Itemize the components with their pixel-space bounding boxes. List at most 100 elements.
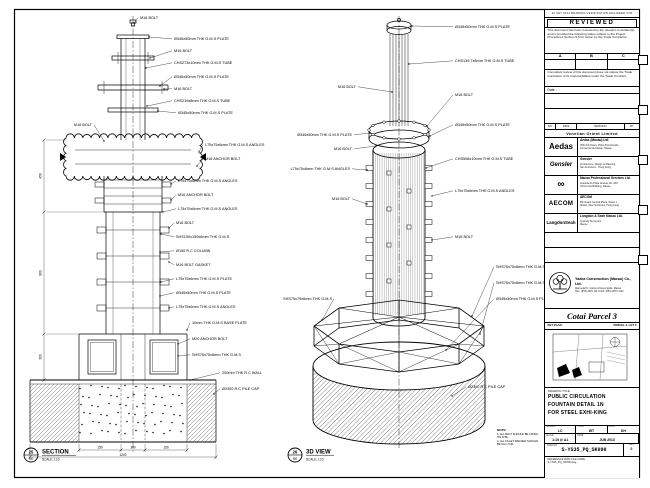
- edge-tab: [638, 55, 648, 65]
- annotation-label: M16 BOLT: [140, 16, 159, 20]
- leader-line: [170, 180, 177, 185]
- leader-arrow: [159, 295, 161, 297]
- dim-value: 800: [39, 270, 43, 276]
- status-cell: [545, 59, 577, 69]
- leader-arrow: [170, 183, 172, 185]
- leader-arrow: [479, 333, 481, 335]
- general-notes: NOTE: 1. ALL BOLT SHOULD BE FIXING ON SI…: [497, 428, 542, 446]
- leader-line: [186, 322, 191, 331]
- leader-line: [159, 250, 175, 253]
- annotation-label: M16 BOLT: [455, 93, 474, 97]
- annotation-label: M16 ANCHOR BOLT: [205, 157, 241, 161]
- leader-arrow: [145, 67, 147, 69]
- leader-arrow: [170, 199, 172, 201]
- rev-by-header: BY: [630, 124, 634, 128]
- annotation-label: Ø345x50mm THK G.M.S PLATE: [455, 25, 510, 29]
- annotation-label: L75x75x6mm THK G.M.S PLATE: [176, 277, 232, 281]
- keyplan-parcel: PARCEL 3, LOT 3: [613, 323, 637, 327]
- leader-line: [353, 145, 377, 149]
- annotation-label: L75x75x6mm THK G.M.S ANGLES: [455, 189, 515, 193]
- leader-arrow: [429, 135, 431, 137]
- company-name: AECOM: [580, 195, 592, 199]
- reviewed-title: REVIEWED: [547, 18, 637, 27]
- leader-line: [351, 168, 368, 171]
- annotation-label: M16 BOLT: [74, 123, 93, 127]
- dwg-number: S-YS35_PQ_SK090: [561, 447, 607, 454]
- leader-line: [198, 144, 204, 153]
- company-address: Avenida da Praia Grande No. 409: [580, 181, 618, 185]
- leader-line: [160, 233, 175, 237]
- company-address: 8/F Grand Central Plaza, Tower 2: [580, 200, 618, 204]
- leader-arrow: [321, 319, 323, 321]
- leader-line: [213, 388, 221, 395]
- sheet-ref: SK: [293, 457, 298, 461]
- aecom-logo: AECOM: [545, 194, 578, 213]
- annotation-label: L75x75x6mm THK G.M.S ANGLES: [291, 167, 351, 171]
- company-address: Comercial de Macau, Macau: [580, 146, 612, 150]
- dim-value: 1200: [119, 453, 126, 457]
- annotation-label: SHS150x150x6mm THK G.M.S: [176, 235, 230, 239]
- leader-arrow: [366, 203, 368, 205]
- mps-logo: ∞: [545, 175, 578, 194]
- footer-line: REFERENCE DWG FILE NAME: [547, 458, 585, 461]
- leader-arrow: [149, 57, 151, 59]
- reviewed-body: This document has been reviewed by the r…: [545, 28, 639, 54]
- annotation-label: 200mm THK R.C WALL: [222, 371, 262, 375]
- annotation-label: M16 BOLT: [338, 85, 357, 89]
- annotation-label: SHS75x75x6mm THK G.M.S: [192, 353, 241, 357]
- company-address: Architecture, Design & Planning: [580, 162, 616, 166]
- spacer-row: [545, 248, 639, 263]
- leader-line: [411, 25, 454, 27]
- leader-arrow: [160, 281, 162, 283]
- foundation-hatch-right: [186, 383, 217, 443]
- edge-tab: [638, 155, 648, 165]
- leader-arrow: [411, 25, 413, 27]
- leader-line: [429, 124, 454, 137]
- edge-tab: [638, 105, 648, 115]
- leader-line: [168, 306, 175, 309]
- leader-arrow: [196, 165, 198, 167]
- annotation-label: L75x75x6mm THK G.M.S ANGLES: [178, 207, 238, 211]
- dimension-lines: [28, 138, 218, 459]
- title-block-header-strip: 22 SET 0124 DRAWING VERIFICATION ENGINEE…: [545, 10, 639, 18]
- leader-arrow: [163, 88, 165, 90]
- company-name: Gensler: [580, 157, 592, 161]
- leader-arrow: [159, 85, 161, 87]
- annotation-label: M20 ANCHOR BOLT: [192, 337, 228, 341]
- leader-arrow: [198, 151, 200, 153]
- pile-cap: [312, 341, 486, 445]
- status-col-c: C: [607, 54, 639, 60]
- revision-header: NO. DATE REVISION BY: [545, 123, 639, 130]
- leader-arrow: [451, 395, 453, 397]
- annotation-label: Ø345x50mm THK G.M.S PLATE: [455, 123, 510, 127]
- drawing-title-line: FOUNTAIN DETAIL 1N: [548, 402, 604, 409]
- section-view-linework: [28, 16, 218, 459]
- leader-line: [408, 60, 454, 65]
- view-title: SECTION: [42, 450, 69, 456]
- company-address: Shatin, New Territories, Hong Kong: [580, 203, 620, 207]
- dim-value: 300: [130, 446, 136, 450]
- leader-arrow: [425, 167, 427, 169]
- view-scale: SCALE 1:10: [306, 458, 324, 462]
- leader-line: [445, 298, 495, 351]
- leader-line: [149, 50, 173, 59]
- leader-arrow: [408, 63, 410, 65]
- annotation-label: Ø345x50mm THK G.M.S PLATE: [174, 37, 229, 41]
- annotation-label: M16 BOLT: [174, 87, 193, 91]
- dim-value: 150: [97, 446, 103, 450]
- annotation-label: Ø150 R.C COLUMN: [176, 249, 211, 253]
- leader-arrow: [471, 315, 473, 317]
- tree-logo: [549, 272, 571, 294]
- company-aecom: AECOM AECOM 8/F Grand Central Plaza, Tow…: [545, 194, 639, 214]
- contractor-block: Yadea Construction (Macau) Co., Ltd. Ala…: [545, 263, 639, 309]
- leader-line: [159, 76, 173, 87]
- leader-line: [431, 236, 454, 241]
- annotation-label: Ø2300 R.C PILE CAP: [468, 385, 506, 389]
- contractor-phone: TEL: (853) 2870 1111 FAX: (853) 2870 111…: [575, 289, 624, 293]
- gensler-logo: Gensler: [545, 156, 578, 175]
- leader-line: [133, 17, 139, 24]
- leader-arrow: [445, 349, 447, 351]
- annotation-label: Ø345x50mm THK G.M.S PLATE: [297, 133, 352, 137]
- revision-space: [545, 94, 639, 109]
